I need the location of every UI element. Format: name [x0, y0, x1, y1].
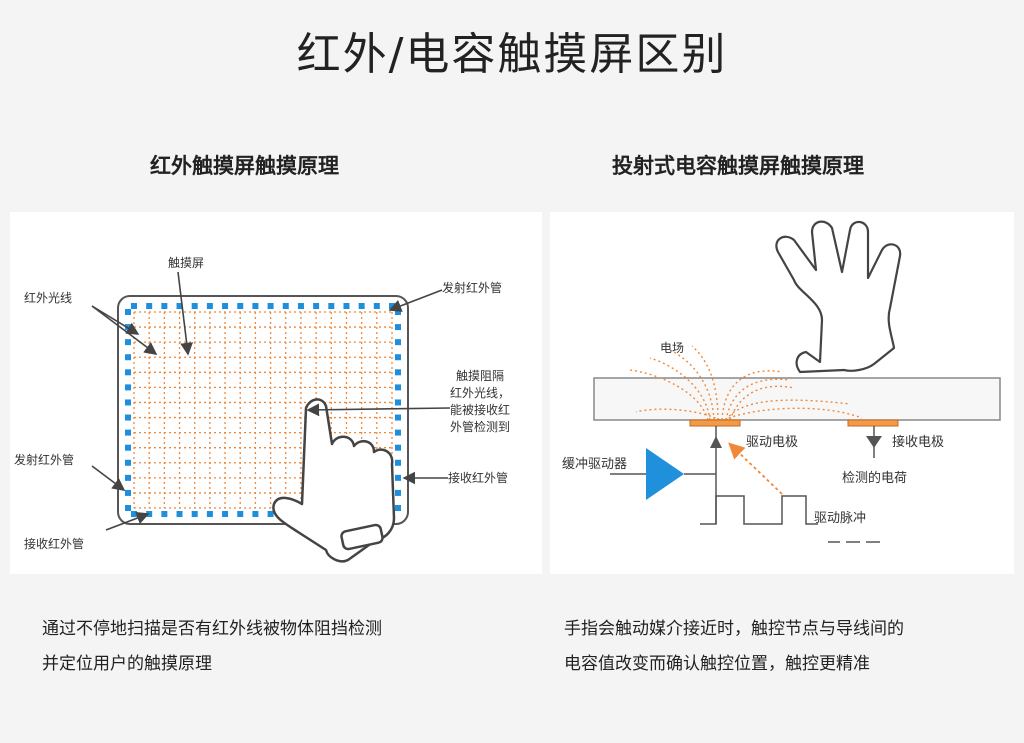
page-title: 红外/电容触摸屏区别 [296, 29, 728, 80]
label-emitter-top: 发射红外管 [442, 280, 502, 295]
ir-emitter-led [146, 303, 153, 309]
label-detected-charge: 检测的电荷 [842, 470, 907, 486]
ir-emitter-led [125, 505, 131, 511]
pointing-hand-icon [272, 398, 396, 563]
ir-emitter-led [395, 369, 401, 376]
ir-emitter-led [395, 339, 401, 346]
ir-emitter-led [343, 303, 350, 309]
ir-emitter-led [222, 511, 229, 517]
label-electric-field: 电场 [660, 341, 684, 355]
ir-emitter-led [373, 303, 380, 309]
ir-emitter-led [131, 511, 137, 517]
ir-section-heading: 红外触摸屏触摸原理 [150, 154, 339, 178]
label-blocked-2: 红外光线， [450, 385, 510, 400]
ir-emitter-led [237, 511, 244, 517]
ir-emitter-led [125, 369, 131, 376]
ir-emitter-led [191, 303, 198, 309]
ir-emitter-led [395, 414, 401, 421]
ir-emitter-led [176, 303, 183, 309]
ir-emitter-led [125, 429, 131, 436]
label-blocked-1: 触摸阻隔 [456, 369, 504, 383]
ir-callout-arrows [91, 271, 451, 531]
label-blocked-4: 外管检测到 [450, 419, 510, 434]
ir-emitter-led [125, 309, 131, 315]
ir-emitter-led [125, 489, 131, 496]
label-receiver-bottom: 接收红外管 [24, 536, 84, 551]
ir-emitter-led [313, 303, 320, 309]
ir-description-line-2: 并定位用户的触摸原理 [42, 654, 212, 674]
ir-emitter-led [395, 324, 401, 331]
ir-emitter-led [222, 303, 229, 309]
ir-emitter-led [125, 399, 131, 406]
ir-emitter-led [395, 429, 401, 436]
ir-emitter-led [191, 511, 198, 517]
ir-emitter-led [395, 505, 401, 511]
electric-field-lines [629, 345, 863, 421]
cover-glass [593, 377, 1001, 421]
ir-emitter-led [358, 303, 365, 309]
ir-emitter-led [125, 414, 131, 421]
ir-emitter-led [206, 511, 213, 517]
capacitive-diagram-panel: 电场 驱动电极 接收电极 缓冲驱动器 检测的电荷 驱动脉冲 [550, 212, 1014, 574]
ir-description: 通过不停地扫描是否有红外线被物体阻挡检测 并定位用户的触摸原理 [42, 612, 512, 682]
ir-emitter-led [282, 303, 289, 309]
label-drive-pulse: 驱动脉冲 [814, 511, 866, 526]
capacitive-diagram: 电场 驱动电极 接收电极 缓冲驱动器 检测的电荷 驱动脉冲 [562, 220, 1001, 543]
ir-emitter-led [252, 303, 259, 309]
label-emitter-left: 发射红外管 [14, 452, 74, 467]
drive-circuit [610, 426, 880, 543]
ir-emitter-led [252, 511, 259, 517]
ir-emitter-led [125, 339, 131, 346]
drive-arrow-icon [710, 436, 722, 448]
ir-emitter-led [161, 303, 168, 309]
ir-diagram: 触摸屏 红外光线 发射红外管 触摸阻隔 红外光线， 能被接收红 外管检测到 发射… [14, 256, 510, 563]
label-receiver-right: 接收红外管 [448, 470, 508, 485]
label-ir-light: 红外光线 [24, 290, 72, 305]
buffer-driver-icon [646, 448, 684, 500]
ir-emitter-led [395, 309, 401, 315]
ir-emitter-led [395, 444, 401, 451]
ir-emitter-led [131, 303, 137, 309]
ir-emitter-led [395, 474, 401, 481]
ir-emitter-led [395, 384, 401, 391]
ir-emitter-led [176, 511, 183, 517]
drive-electrode [689, 419, 741, 427]
receive-electrode [847, 419, 899, 427]
ir-emitter-led [125, 384, 131, 391]
label-blocked-3: 能被接收红 [450, 402, 510, 417]
ir-emitter-led [267, 511, 274, 517]
ir-emitter-led [297, 303, 304, 309]
ir-emitter-led [125, 474, 131, 481]
capacitive-description-line-2: 电容值改变而确认触控位置，触控更精准 [564, 654, 870, 674]
ir-emitter-led [125, 459, 131, 466]
capacitive-description: 手指会触动媒介接近时，触控节点与导线间的 电容值改变而确认触控位置，触控更精准 [564, 612, 1014, 682]
receive-arrow-icon [866, 436, 882, 448]
ir-description-line-1: 通过不停地扫描是否有红外线被物体阻挡检测 [42, 619, 382, 639]
capacitive-description-line-1: 手指会触动媒介接近时，触控节点与导线间的 [564, 619, 904, 639]
label-buffer-driver: 缓冲驱动器 [562, 457, 627, 472]
ir-emitter-led [267, 303, 274, 309]
ir-emitter-led [395, 399, 401, 406]
ir-emitter-led [125, 354, 131, 361]
ir-emitter-led [125, 444, 131, 451]
ir-emitter-led [395, 489, 401, 496]
hand-icon [775, 220, 902, 374]
capacitive-section-heading: 投射式电容触摸屏触摸原理 [612, 154, 864, 178]
ir-emitter-led [237, 303, 244, 309]
ir-emitter-led [395, 354, 401, 361]
ir-emitter-led [328, 303, 335, 309]
label-receive-electrode: 接收电极 [892, 434, 944, 450]
label-touch-screen: 触摸屏 [168, 256, 204, 270]
ir-emitter-led [206, 303, 213, 309]
ir-emitter-led [395, 459, 401, 466]
ir-diagram-panel: 触摸屏 红外光线 发射红外管 触摸阻隔 红外光线， 能被接收红 外管检测到 发射… [10, 212, 542, 574]
pulse-arrow [728, 442, 783, 495]
label-drive-electrode: 驱动电极 [746, 435, 798, 450]
ir-emitter-led [161, 511, 168, 517]
